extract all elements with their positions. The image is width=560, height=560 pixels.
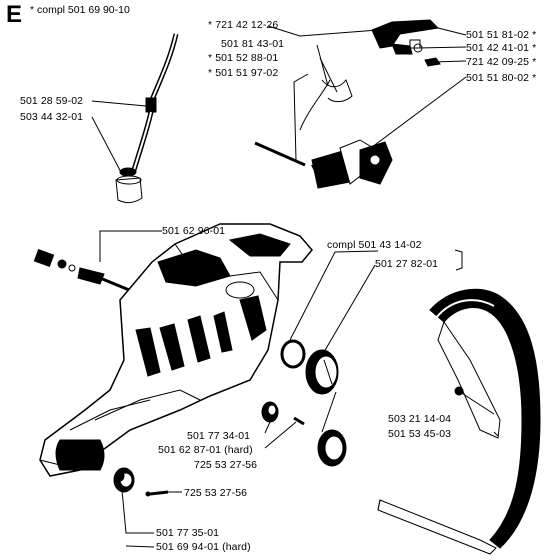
leader-line bbox=[264, 421, 271, 434]
bracket-line bbox=[454, 249, 463, 271]
part-label: 725 53 27-56 bbox=[194, 459, 258, 471]
bumper-drawing bbox=[261, 401, 305, 426]
leader-line bbox=[316, 44, 329, 87]
seal-ring-drawing bbox=[280, 339, 306, 369]
part-label: 501 51 80-02 * bbox=[466, 72, 537, 84]
part-label: 503 21 14-04 bbox=[388, 413, 452, 425]
oil-tube-drawing bbox=[33, 248, 135, 294]
leader-line bbox=[267, 25, 379, 37]
part-label: * 501 51 97-02 bbox=[208, 67, 279, 79]
leader-line bbox=[121, 489, 154, 534]
bumper-2-drawing bbox=[113, 467, 169, 497]
part-label: 501 81 43-01 bbox=[221, 38, 285, 50]
leader-line bbox=[431, 60, 467, 63]
part-label: 503 44 32-01 bbox=[20, 111, 84, 123]
leader-line bbox=[91, 100, 147, 107]
leader-line bbox=[264, 421, 297, 449]
fuel-hose-drawing bbox=[131, 33, 179, 171]
part-label: compl 501 43 14-02 bbox=[327, 239, 422, 251]
part-label: 501 62 96-01 bbox=[162, 225, 226, 237]
leader-line bbox=[459, 391, 495, 415]
part-label: 501 51 81-02 * bbox=[466, 29, 537, 41]
section-subtitle: * compl 501 69 90-10 bbox=[30, 4, 130, 16]
leader-line bbox=[417, 46, 467, 49]
part-label: 501 77 34-01 bbox=[187, 430, 251, 442]
tank-cap-drawing bbox=[305, 349, 347, 467]
throttle-parts-drawing bbox=[254, 19, 441, 189]
part-label: 501 62 87-01 (hard) bbox=[158, 444, 253, 456]
leader-line bbox=[323, 264, 376, 353]
leader-line bbox=[493, 431, 499, 437]
part-label: * 721 42 12-26 bbox=[208, 19, 279, 31]
part-label: 501 28 59-02 bbox=[20, 95, 84, 107]
front-handle-drawing bbox=[377, 288, 541, 555]
part-label: 501 69 94-01 (hard) bbox=[156, 541, 251, 553]
leader-line bbox=[319, 57, 338, 93]
part-label: 501 42 41-01 * bbox=[466, 42, 537, 54]
handle-screw-drawing bbox=[454, 386, 464, 396]
part-label: 501 53 45-03 bbox=[388, 428, 452, 440]
part-label: 725 53 27-56 bbox=[184, 487, 248, 499]
leader-line bbox=[91, 116, 124, 177]
section-letter: E bbox=[6, 1, 23, 28]
part-label: 721 42 09-25 * bbox=[466, 56, 537, 68]
leader-line bbox=[289, 250, 379, 341]
leader-line bbox=[429, 25, 467, 36]
crankcase-drawing bbox=[39, 223, 313, 477]
part-label: 501 27 82-01 bbox=[375, 258, 439, 270]
leader-line bbox=[99, 230, 162, 262]
part-label: 501 77 35-01 bbox=[156, 527, 220, 539]
part-label: * 501 52 88-01 bbox=[208, 52, 279, 64]
fuel-filter-drawing bbox=[115, 167, 143, 204]
leader-line bbox=[367, 76, 467, 151]
leader-line bbox=[125, 545, 155, 548]
leader-line bbox=[293, 73, 309, 161]
